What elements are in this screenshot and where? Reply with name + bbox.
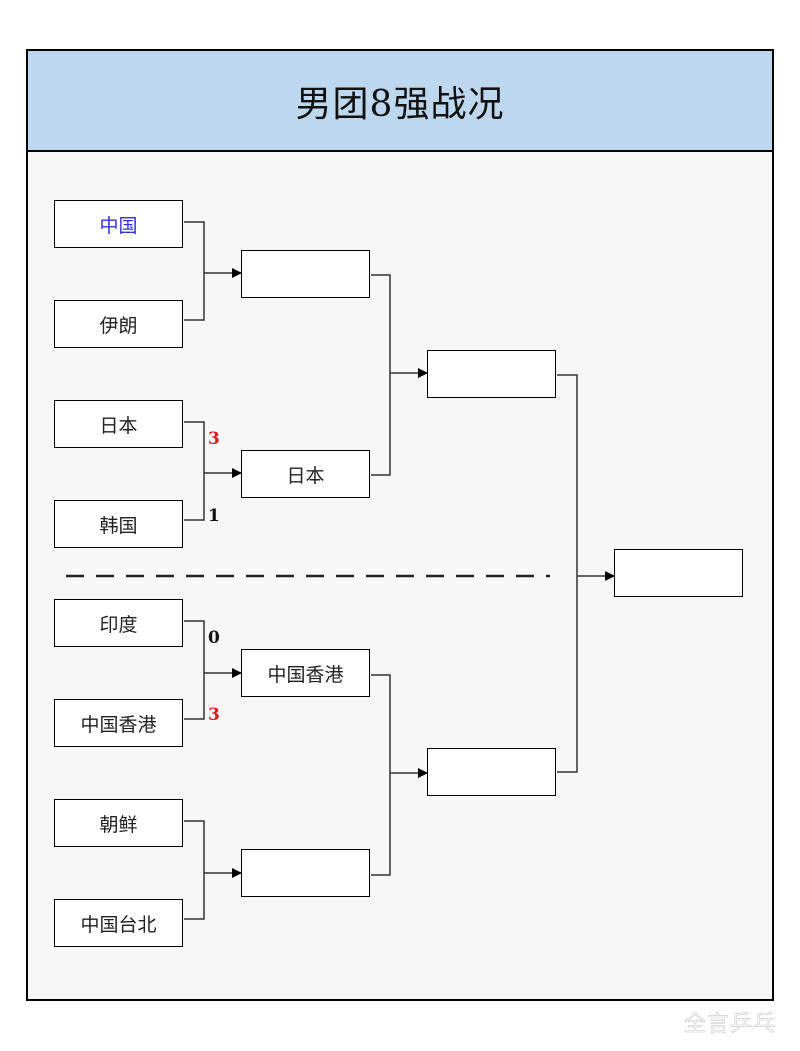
final-box-2 bbox=[427, 748, 556, 796]
semifinal-box-1 bbox=[241, 250, 370, 298]
connector-r1-2 bbox=[184, 421, 205, 521]
team-name: 伊朗 bbox=[99, 314, 138, 337]
final-box-1 bbox=[427, 350, 556, 398]
page-title: 男团8强战况 bbox=[295, 83, 505, 125]
watermark: 全言乒乓 bbox=[684, 1012, 777, 1038]
team-name: 中国香港 bbox=[267, 663, 344, 686]
team-box-r1-6: 中国香港 bbox=[54, 699, 183, 747]
score-korea: 1 bbox=[208, 506, 220, 526]
team-name: 日本 bbox=[99, 414, 138, 437]
connector-final bbox=[557, 374, 578, 773]
team-name: 印度 bbox=[99, 613, 138, 636]
champion-box bbox=[614, 549, 743, 597]
score-hongkong: 3 bbox=[208, 705, 220, 725]
connector-sf-1 bbox=[371, 274, 391, 476]
team-box-r1-3: 日本 bbox=[54, 400, 183, 448]
semifinal-box-2: 日本 bbox=[241, 450, 370, 498]
team-box-r1-2: 伊朗 bbox=[54, 300, 183, 348]
team-name: 中国台北 bbox=[80, 913, 157, 936]
team-name: 日本 bbox=[286, 464, 325, 487]
header-banner: 男团8强战况 bbox=[28, 51, 772, 152]
team-name: 中国 bbox=[99, 214, 138, 237]
semifinal-box-3: 中国香港 bbox=[241, 649, 370, 697]
team-box-r1-7: 朝鲜 bbox=[54, 799, 183, 847]
team-name: 中国香港 bbox=[80, 713, 157, 736]
score-japan: 3 bbox=[208, 429, 220, 449]
connector-r1-1 bbox=[184, 221, 205, 321]
connector-r1-3 bbox=[184, 620, 205, 720]
team-box-r1-1: 中国 bbox=[54, 200, 183, 248]
team-box-r1-8: 中国台北 bbox=[54, 899, 183, 947]
team-name: 韩国 bbox=[99, 514, 138, 537]
connector-r1-4 bbox=[184, 820, 205, 920]
semifinal-box-4 bbox=[241, 849, 370, 897]
team-box-r1-4: 韩国 bbox=[54, 500, 183, 548]
connector-sf-2 bbox=[371, 674, 391, 876]
team-name: 朝鲜 bbox=[99, 813, 138, 836]
score-india: 0 bbox=[208, 628, 220, 648]
team-box-r1-5: 印度 bbox=[54, 599, 183, 647]
